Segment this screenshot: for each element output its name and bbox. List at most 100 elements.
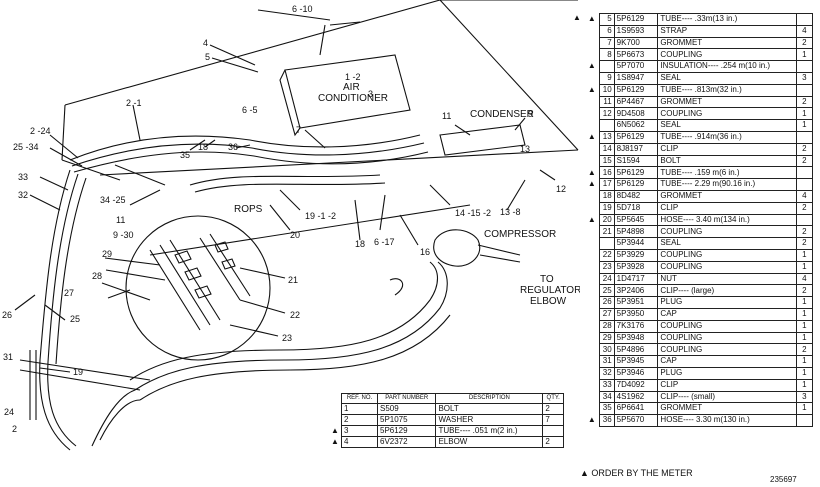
part-number: 5P7070 bbox=[613, 60, 659, 73]
ac-hose-diagram: 6 -10 4 5 6 -5 2 -1 2 -24 25 -34 33 32 3… bbox=[2, 0, 580, 451]
row-marker bbox=[585, 379, 599, 391]
ref-number: 6 bbox=[598, 24, 615, 38]
part-quantity: 1 bbox=[795, 366, 814, 380]
part-number: 5P6129 bbox=[613, 178, 659, 191]
part-number: 6P6641 bbox=[613, 402, 659, 416]
part-number: 5P6129 bbox=[376, 425, 437, 437]
callout-5: 5 bbox=[205, 52, 210, 62]
part-description: GROMMET bbox=[657, 402, 797, 416]
part-number: 5P3929 bbox=[613, 248, 659, 262]
part-number: 5P6129 bbox=[613, 130, 659, 144]
part-number: 5P3946 bbox=[613, 366, 659, 380]
ref-number: 4 bbox=[341, 436, 378, 448]
part-quantity bbox=[795, 213, 814, 227]
part-number: 5P4896 bbox=[613, 343, 659, 357]
part-number: 5P6129 bbox=[613, 83, 659, 97]
row-marker bbox=[585, 25, 599, 37]
row-marker bbox=[585, 344, 599, 356]
ref-number: 7 bbox=[598, 36, 615, 50]
part-quantity: 2 bbox=[542, 403, 564, 415]
part-number: 3P2406 bbox=[613, 284, 659, 298]
part-quantity: 1 bbox=[795, 119, 814, 132]
ref-number: 35 bbox=[598, 402, 615, 416]
part-quantity: 1 bbox=[795, 319, 814, 333]
part-description: TUBE---- .33m(13 in.) bbox=[657, 13, 797, 26]
callout-33: 33 bbox=[18, 172, 28, 182]
row-marker bbox=[585, 155, 599, 167]
row-marker: ▲ bbox=[331, 437, 339, 446]
header-description: DESCRIPTION bbox=[435, 393, 544, 404]
ref-number: 29 bbox=[598, 331, 615, 345]
callout-32: 32 bbox=[18, 190, 28, 200]
callout-24: 24 bbox=[4, 407, 14, 417]
header-part-number: PART NUMBER bbox=[376, 393, 437, 404]
part-description: CLIP bbox=[657, 378, 797, 392]
part-quantity bbox=[795, 414, 814, 427]
callout-1-2: 1 -2 bbox=[345, 72, 361, 82]
ref-number: 31 bbox=[598, 355, 615, 368]
callout-6-10: 6 -10 bbox=[292, 4, 313, 14]
callout-2-1: 2 -1 bbox=[126, 98, 142, 108]
ref-number: 25 bbox=[598, 284, 615, 298]
part-number: 5P3948 bbox=[613, 331, 659, 345]
part-quantity: 4 bbox=[795, 24, 814, 38]
rops-label: ROPS bbox=[234, 204, 263, 215]
part-description: HOSE---- 3.30 m(130 in.) bbox=[657, 414, 797, 427]
row-marker bbox=[585, 332, 599, 344]
callout-20: 20 bbox=[290, 230, 300, 240]
part-quantity: 2 bbox=[795, 95, 814, 109]
part-quantity: 7 bbox=[542, 414, 564, 426]
header-qty: QTY. bbox=[542, 393, 564, 404]
callout-12: 12 bbox=[556, 184, 566, 194]
callout-27: 27 bbox=[64, 288, 74, 298]
callout-28: 28 bbox=[92, 271, 102, 281]
part-quantity: 4 bbox=[795, 189, 814, 203]
ref-number: 18 bbox=[598, 189, 615, 203]
row-marker bbox=[585, 226, 599, 238]
callout-25-34: 25 -34 bbox=[13, 142, 39, 152]
callout-29: 29 bbox=[102, 249, 112, 259]
part-description: COUPLING bbox=[657, 48, 797, 62]
callout-11-right: 11 bbox=[442, 111, 451, 121]
ref-number: 20 bbox=[598, 213, 615, 227]
row-marker bbox=[585, 37, 599, 49]
row-marker: ▲ bbox=[331, 426, 339, 435]
part-description: GROMMET bbox=[657, 36, 797, 50]
ref-number: 22 bbox=[598, 248, 615, 262]
callout-9-30: 9 -30 bbox=[113, 230, 134, 240]
part-quantity: 2 bbox=[542, 436, 564, 448]
callout-9: 9 bbox=[528, 109, 533, 119]
part-number: 4S1962 bbox=[613, 390, 659, 404]
part-description: CAP bbox=[657, 307, 797, 321]
part-number: 9K700 bbox=[613, 36, 659, 50]
ref-number: 32 bbox=[598, 366, 615, 380]
part-quantity: 1 bbox=[795, 307, 814, 321]
callout-11-left: 11 bbox=[116, 215, 125, 225]
row-marker bbox=[585, 143, 599, 155]
row-marker bbox=[585, 285, 599, 297]
row-marker: ▲ bbox=[587, 84, 596, 94]
row-marker: ▲ bbox=[587, 167, 596, 177]
part-quantity: 1 bbox=[795, 296, 814, 309]
part-number: 5P3951 bbox=[613, 296, 659, 309]
part-description: ELBOW bbox=[435, 436, 544, 448]
part-description: BOLT bbox=[435, 403, 544, 415]
part-description: SEAL bbox=[657, 71, 797, 85]
